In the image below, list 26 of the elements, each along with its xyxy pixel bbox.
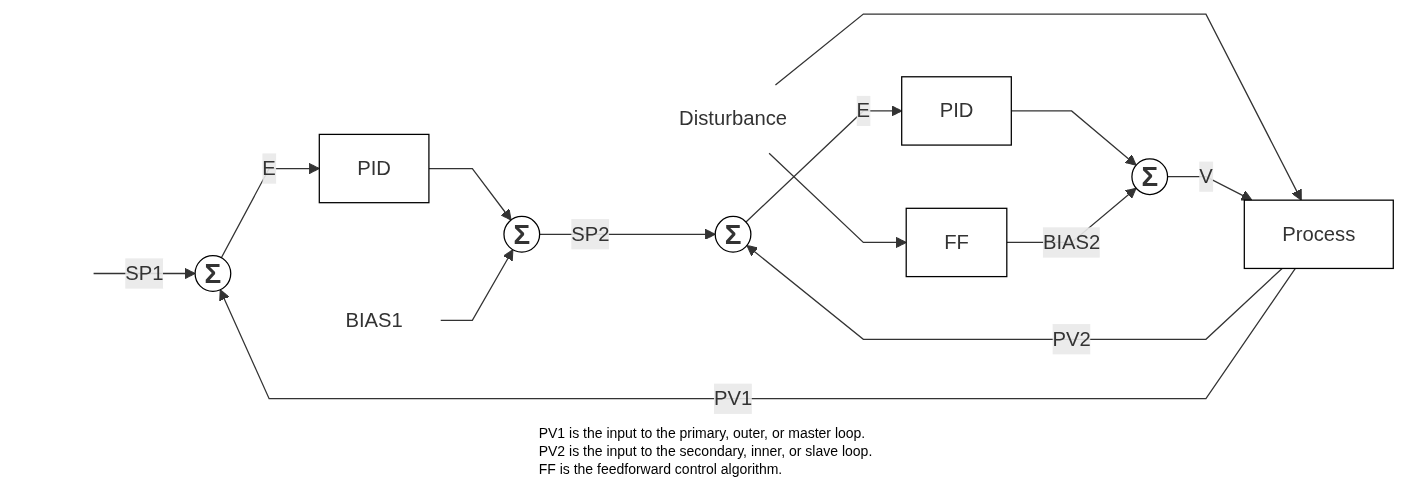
edge-label: SP2 [571, 222, 610, 245]
node-circle: Σ [194, 255, 232, 292]
arrow [746, 245, 1283, 340]
arrow [440, 249, 514, 321]
node-text: Disturbance [679, 107, 788, 130]
node-text: BIAS1 [345, 308, 403, 331]
arrow [219, 267, 1296, 400]
node-box: FF [905, 207, 1008, 278]
edge-label: PV1 [713, 387, 753, 409]
edge-label: SP1 [125, 262, 164, 284]
node-circle: Σ [503, 215, 541, 253]
arrow [768, 152, 907, 248]
edge-label: BIAS2 [1042, 231, 1101, 253]
node-box: PID [901, 76, 1012, 146]
arrow [428, 167, 512, 221]
note-text: FF is the feedforward control algorithm. [538, 460, 784, 478]
node-box: Process [1243, 199, 1394, 270]
edge-label: E [262, 157, 276, 179]
note-text: PV1 is the input to the primary, outer, or master loop. [538, 424, 867, 442]
node-box: PID [318, 133, 430, 204]
note-text: PV2 is the input to the secondary, inner, or slave loop. [538, 442, 873, 460]
node-circle: Σ [714, 215, 752, 253]
edge-label: V [1199, 165, 1213, 187]
edge-label: PV2 [1052, 327, 1091, 350]
edge-label: E [856, 99, 871, 122]
node-circle: Σ [1131, 158, 1169, 196]
